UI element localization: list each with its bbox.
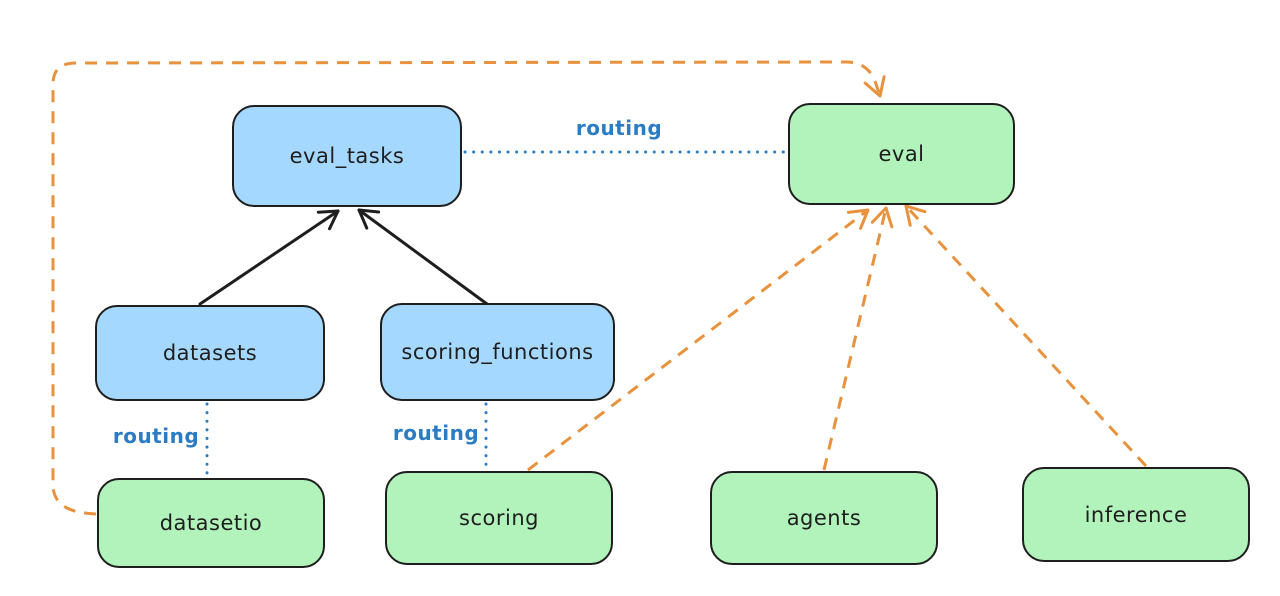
edge-inference-to-eval (904, 204, 1148, 468)
edge-agents-to-eval (822, 206, 894, 471)
node-agents-label: agents (786, 506, 862, 530)
node-inference-label: inference (1084, 502, 1188, 527)
edge-label-routing-scoring: routing (392, 421, 480, 445)
edge-label-routing-top: routing (575, 116, 663, 140)
node-scoring-label: scoring (459, 506, 539, 530)
node-scoring-functions-label: scoring_functions (401, 340, 594, 364)
edge-scoring-to-eval (527, 208, 870, 472)
edge-datasets-to-eval-tasks (198, 209, 340, 306)
node-eval-tasks-label: eval_tasks (289, 144, 405, 168)
node-datasets: datasets (95, 305, 325, 401)
node-datasetio-label: datasetio (159, 511, 263, 535)
node-datasetio: datasetio (97, 478, 325, 568)
node-scoring-functions: scoring_functions (380, 303, 615, 401)
node-eval-label: eval (878, 142, 925, 166)
edge-label-routing-datasets: routing (112, 424, 200, 448)
node-scoring: scoring (385, 471, 613, 565)
node-eval: eval (788, 103, 1015, 205)
node-inference: inference (1022, 467, 1250, 562)
node-datasets-label: datasets (162, 341, 258, 365)
node-agents: agents (710, 471, 938, 565)
edge-scoring-functions-to-eval-tasks (357, 208, 489, 306)
node-eval-tasks: eval_tasks (232, 105, 462, 207)
edge-datasetio-to-eval (51, 60, 886, 516)
